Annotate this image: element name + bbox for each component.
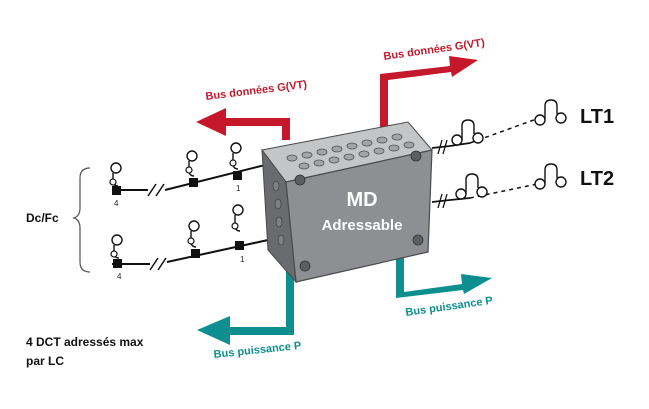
- detector-address-1: 1: [240, 255, 245, 264]
- detector-icon: [231, 204, 244, 250]
- data-bus-left-label: Bus données G(VT): [205, 79, 308, 103]
- lt2-line: [431, 163, 567, 209]
- detector-address-4: 4: [117, 272, 122, 281]
- detector-row-1: 4 1: [109, 142, 266, 208]
- lt2-label: LT2: [580, 168, 614, 190]
- detector-icon: [109, 162, 122, 195]
- power-bus-right-arrow: [396, 258, 492, 298]
- md-box: [261, 121, 433, 284]
- power-bus-left-arrow: [197, 262, 294, 345]
- detector-icon: [229, 142, 242, 180]
- note-line-1: 4 DCT adressés max: [26, 335, 144, 349]
- dc-fc-bracket: [72, 167, 91, 273]
- lamp-icon: [451, 119, 484, 146]
- data-bus-right-arrow: [380, 56, 478, 128]
- box-screws: [294, 150, 424, 272]
- detector-icon: [185, 150, 198, 187]
- box-subtitle: Adressable: [322, 217, 403, 234]
- box-title: MD: [346, 189, 377, 211]
- break-mark: [147, 183, 157, 197]
- detector-icon: [110, 234, 123, 268]
- data-bus-left-arrow: [196, 108, 290, 140]
- power-bus-right-label: Bus puissance P: [405, 295, 494, 319]
- lt1-line: [431, 99, 567, 155]
- lamp-icon: [534, 99, 567, 126]
- detector-row-2: 4 1: [110, 204, 269, 281]
- detector-address-1: 1: [236, 184, 241, 193]
- break-mark: [149, 257, 159, 271]
- lt1-label: LT1: [580, 106, 614, 128]
- detector-icon: [187, 220, 200, 258]
- side-gland-column: [272, 180, 285, 246]
- lamp-icon: [534, 163, 567, 190]
- dc-fc-label: Dc/Fc: [26, 211, 59, 225]
- cable-gland-row: [286, 133, 415, 170]
- lamp-icon: [455, 173, 488, 200]
- detector-address-4: 4: [114, 199, 119, 208]
- note-line-2: par LC: [26, 354, 64, 368]
